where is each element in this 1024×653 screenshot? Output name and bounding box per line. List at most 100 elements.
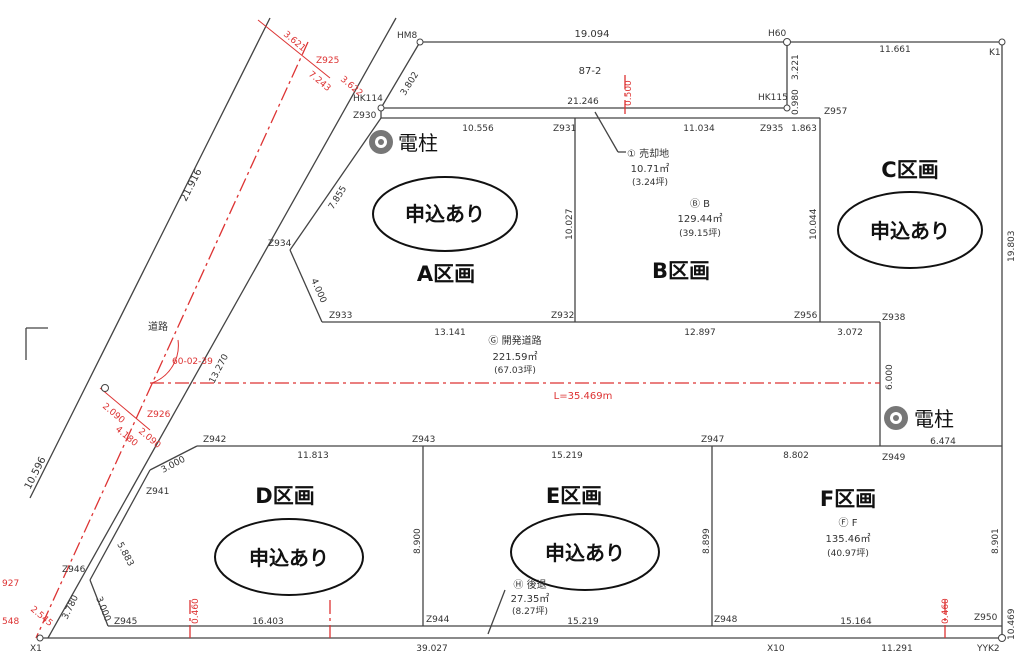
sale-lot-area: 10.71㎡ — [631, 163, 670, 175]
lot-a-label: A区画 — [417, 262, 475, 286]
dimension-label: 15.219 — [567, 617, 599, 627]
dimension-label: 8.901 — [991, 528, 1001, 554]
utility-pole-icon — [884, 406, 908, 430]
lot-e-status: 申込あり — [545, 541, 625, 565]
dimension-label: 0.460 — [941, 598, 951, 624]
dimension-label: 3.221 — [791, 54, 801, 80]
dimension-label: 8.900 — [413, 528, 423, 554]
dimension-label: 0.500 — [624, 80, 634, 106]
point-label: YYK2 — [976, 644, 1000, 653]
road-label: 道路 — [148, 320, 168, 333]
sale-lot-code: ① 売却地 — [627, 147, 669, 160]
dimension-label: 0.980 — [791, 89, 801, 115]
point-label: Z925 — [316, 56, 339, 66]
dimension-label: 3.000 — [93, 595, 112, 623]
point-label: Z933 — [329, 311, 352, 321]
dimension-label: 13.141 — [434, 328, 466, 338]
point-label: HK115 — [758, 93, 788, 103]
dimension-label: 3.780 — [61, 594, 81, 622]
lot-c-label: C区画 — [881, 158, 938, 182]
dimension-label: 1.863 — [791, 124, 817, 134]
point-label: Z956 — [794, 311, 818, 321]
point-label: H60 — [768, 29, 786, 39]
red-angle-mark — [99, 19, 331, 431]
setback-area: 27.35㎡ — [511, 593, 550, 605]
dimension-label: 15.219 — [551, 451, 583, 461]
dimension-label: 15.164 — [840, 617, 872, 627]
point-label: Z931 — [553, 124, 576, 134]
point-label: Z948 — [714, 615, 738, 625]
point-label: Z930 — [353, 111, 377, 121]
point-label: Z949 — [882, 453, 906, 463]
point-label: Z934 — [268, 239, 292, 249]
dimension-label: 5.883 — [114, 541, 135, 568]
lot-c-status: 申込あり — [870, 219, 950, 243]
point-label: Z942 — [203, 435, 226, 445]
dimension-label: 11.291 — [881, 644, 913, 653]
lot-f-area: 135.46㎡ — [826, 533, 871, 545]
point-label: Z944 — [426, 615, 450, 625]
dimension-label: 3.072 — [837, 328, 863, 338]
dimension-label: 3.802 — [399, 70, 421, 97]
point-labels: HM8 H60 K1 HK114 HK115 Z930 Z931 Z935 Z9… — [30, 29, 1001, 653]
dimension-label: 16.403 — [252, 617, 284, 627]
point-label: HM8 — [397, 31, 418, 41]
dimension-label: 21.916 — [179, 167, 205, 203]
boundary-lines — [25, 17, 1003, 639]
dimension-label: 7.855 — [327, 184, 349, 211]
dimension-label: 548 — [2, 617, 19, 627]
dimension-label: 11.034 — [683, 124, 715, 134]
lot-f-label: F区画 — [820, 487, 876, 511]
dimension-label: 2.545 — [28, 605, 54, 629]
dev-road-length: L=35.469m — [554, 391, 613, 402]
lot-d-label: D区画 — [255, 484, 314, 508]
point-label: Z945 — [114, 617, 137, 627]
dev-road-tsubo: (67.03坪) — [494, 365, 536, 376]
dev-road-area: 221.59㎡ — [493, 351, 538, 363]
dimension-label: 11.661 — [879, 45, 911, 55]
dimension-label: 927 — [2, 579, 19, 589]
utility-pole-icon — [369, 130, 393, 154]
dimension-label: 4.000 — [308, 277, 328, 305]
setback-tsubo: (8.27坪) — [512, 606, 548, 617]
point-label: Z926 — [147, 410, 171, 420]
point-label: Z957 — [824, 107, 847, 117]
lot-f-code: Ⓕ F — [839, 517, 858, 529]
angle-label: 60-02-39 — [172, 357, 213, 367]
dimension-label: 2.090 — [100, 402, 126, 426]
dimension-label: 10.469 — [1007, 608, 1017, 640]
dimension-label: 6.474 — [930, 437, 956, 447]
point-label: Z943 — [412, 435, 435, 445]
dimension-label: 7.243 — [306, 70, 332, 94]
point-label: HK114 — [353, 94, 383, 104]
dimension-label: 19.094 — [575, 29, 610, 40]
point-label: Z941 — [146, 487, 169, 497]
red-reference-lines — [35, 41, 946, 639]
dimension-label: 39.027 — [416, 644, 448, 653]
application-ovals — [214, 176, 983, 596]
point-label: Z938 — [882, 313, 906, 323]
dimension-label: 10.027 — [565, 209, 575, 241]
utility-pole-label: 電柱 — [914, 407, 954, 431]
point-label: Z932 — [551, 311, 574, 321]
dimension-label: 3.622 — [338, 75, 364, 99]
dimension-label: 10.556 — [462, 124, 494, 134]
dimension-label: 0.460 — [191, 598, 201, 624]
lot-e-label: E区画 — [546, 484, 602, 508]
point-label: Z950 — [974, 613, 998, 623]
utility-pole-label: 電柱 — [398, 131, 438, 155]
lot-f-tsubo: (40.97坪) — [827, 548, 869, 559]
dimension-label: 12.897 — [684, 328, 716, 338]
sale-lot-tsubo: (3.24坪) — [632, 177, 668, 188]
setback-code: Ⓗ 後退 — [513, 578, 546, 591]
survey-markers — [36, 38, 1006, 642]
point-label: X10 — [767, 644, 785, 653]
point-label: Z935 — [760, 124, 783, 134]
dimension-label: 21.246 — [567, 97, 599, 107]
point-label: K1 — [989, 48, 1001, 58]
lot-a-status: 申込あり — [405, 202, 485, 226]
lot-b-code: Ⓑ B — [690, 198, 710, 210]
dimension-label: 4.180 — [113, 425, 139, 449]
dimension-label: 8.899 — [702, 528, 712, 554]
